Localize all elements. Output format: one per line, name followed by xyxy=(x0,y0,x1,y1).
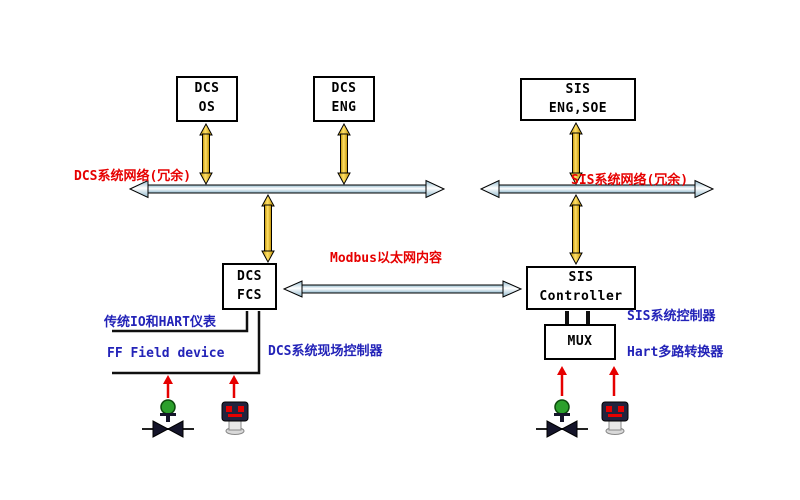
dcs-os-box-label: DCS OS xyxy=(194,81,220,115)
dcs-eng-riser xyxy=(337,122,351,186)
dcs-field-controller-label: DCS系统现场控制器 xyxy=(268,344,383,359)
mux-box: MUX xyxy=(544,324,616,360)
valve-signal-arrow-left xyxy=(163,375,173,398)
dcs-eng-box-label: DCS ENG xyxy=(331,81,357,115)
control-valve-icon-left xyxy=(142,399,194,438)
dcs-os-box: DCS OS xyxy=(176,76,238,122)
sis-engsoe-riser xyxy=(569,121,583,186)
transmitter-signal-arrow-right xyxy=(609,366,619,396)
modbus-link-pipe xyxy=(282,280,523,298)
control-valve-icon-right xyxy=(536,399,588,438)
sis-controller-box: SIS Controller xyxy=(526,266,636,310)
valve-signal-arrow-right xyxy=(557,366,567,396)
network-to-fcs-riser xyxy=(261,193,275,264)
fcs-traditional-io-line xyxy=(112,311,249,333)
ff-field-device-label: FF Field device xyxy=(107,346,225,361)
dcs-fcs-box: DCS FCS xyxy=(222,263,277,310)
transmitter-icon-right xyxy=(601,401,629,435)
fcs-ff-field-line xyxy=(112,311,261,375)
modbus-link-label: Modbus以太网内容 xyxy=(330,251,442,266)
hart-multiplexer-label: Hart多路转换器 xyxy=(627,345,724,360)
mux-box-label: MUX xyxy=(567,333,593,349)
transmitter-signal-arrow-left xyxy=(229,375,239,398)
sis-engsoe-box: SIS ENG,SOE xyxy=(520,78,636,121)
dcs-network-pipe xyxy=(128,179,446,199)
transmitter-icon-left xyxy=(221,401,249,435)
dcs-network-label: DCS系统网络(冗余) xyxy=(74,169,192,184)
dcs-fcs-box-label: DCS FCS xyxy=(237,268,262,303)
sis-network-label: SIS系统网络(冗余) xyxy=(571,173,689,188)
sis-system-controller-label: SIS系统控制器 xyxy=(627,309,716,324)
sis-engsoe-box-label: SIS ENG,SOE xyxy=(548,81,608,116)
network-to-sis-controller-riser xyxy=(569,193,583,266)
sis-network-pipe xyxy=(479,179,715,199)
traditional-io-label: 传统IO和HART仪表 xyxy=(104,315,216,330)
dcs-os-riser xyxy=(199,122,213,186)
sis-controller-box-label: SIS Controller xyxy=(539,270,623,304)
dcs-eng-box: DCS ENG xyxy=(313,76,375,122)
controller-to-mux-link xyxy=(565,311,590,325)
